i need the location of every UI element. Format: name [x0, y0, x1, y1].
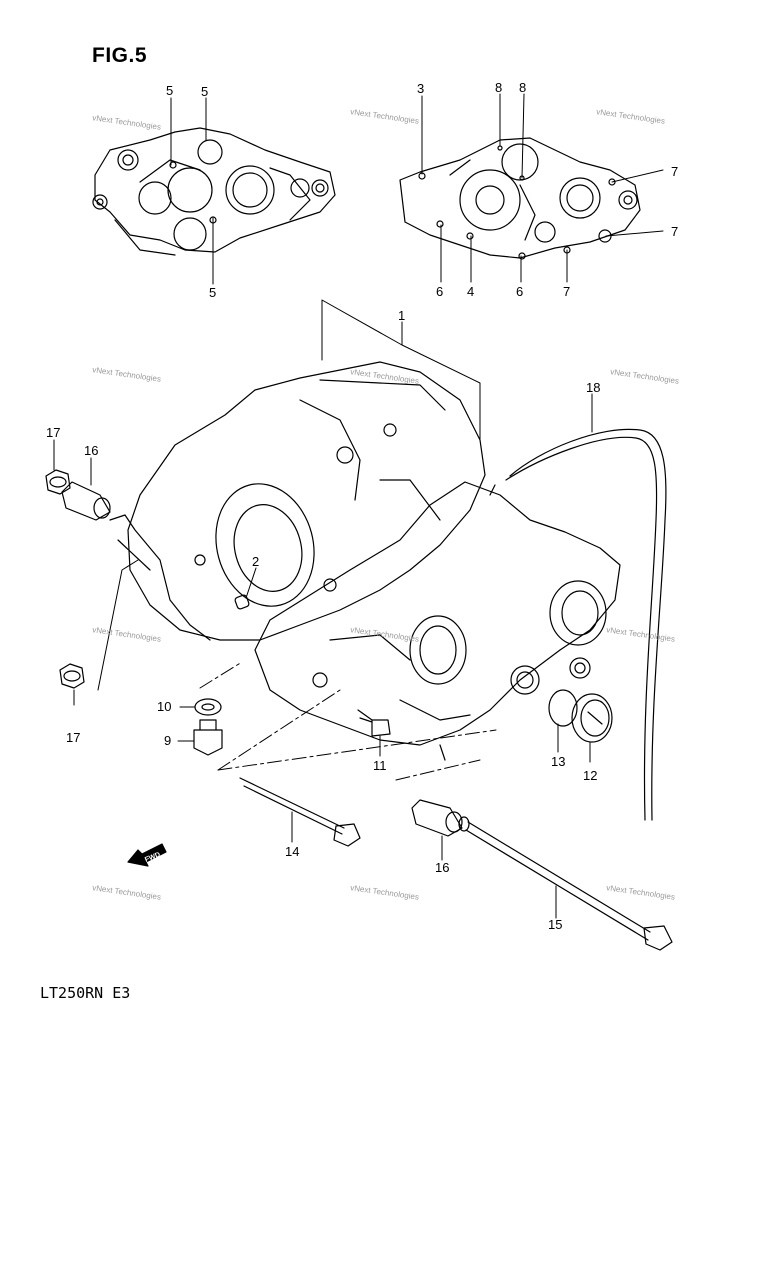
- model-code: LT250RN E3: [40, 984, 131, 1002]
- callout-6: 6: [516, 284, 523, 299]
- callout-16: 16: [84, 443, 98, 458]
- callout-14: 14: [285, 844, 299, 859]
- crankcase-left-half: [109, 361, 486, 641]
- crankcase-half-right-view: [399, 137, 641, 260]
- washer-10: [194, 698, 222, 716]
- callout-10: 10: [157, 699, 171, 714]
- callout-4: 4: [467, 284, 474, 299]
- figure-title: FIG.5: [92, 44, 148, 67]
- bushing-16-bottom: [411, 799, 463, 837]
- bolt-11: [357, 709, 391, 737]
- callout-5: 5: [201, 84, 208, 99]
- callout-8: 8: [495, 80, 502, 95]
- leader-lines: [53, 93, 664, 919]
- callout-8: 8: [519, 80, 526, 95]
- callout-3: 3: [417, 81, 424, 96]
- bolt-14: [239, 777, 361, 847]
- callout-11: 11: [373, 758, 387, 773]
- bushing-16-top: [61, 481, 111, 521]
- o-ring-13: [548, 689, 578, 727]
- crankcase-half-left-view: [92, 127, 336, 256]
- callout-17: 17: [46, 425, 60, 440]
- callout-15: 15: [548, 917, 562, 932]
- callout-2: 2: [252, 554, 259, 569]
- callout-18: 18: [586, 380, 600, 395]
- nut-17-bottom: [59, 663, 85, 689]
- hose-18-outline: [505, 436, 658, 821]
- fwd-arrow-icon: FWD: [127, 843, 167, 867]
- crankcase-right-half: [254, 481, 621, 761]
- callout-5: 5: [209, 285, 216, 300]
- callout-16: 16: [435, 860, 449, 875]
- callout-9: 9: [164, 733, 171, 748]
- cap-12: [571, 693, 613, 743]
- bolt-15: [458, 816, 673, 951]
- callout-6: 6: [436, 284, 443, 299]
- callout-7: 7: [671, 224, 678, 239]
- hose-18: [509, 428, 667, 821]
- drain-plug-9: [193, 719, 223, 756]
- callout-1: 1: [398, 308, 405, 323]
- callout-labels: 5 5 5 3 8 8 7 7 7 6 6 4 1 18 17 16 2 10 …: [46, 80, 678, 932]
- callout-17: 17: [66, 730, 80, 745]
- nut-17-top: [45, 469, 71, 495]
- callout-12: 12: [583, 768, 597, 783]
- callout-7: 7: [563, 284, 570, 299]
- callout-7: 7: [671, 164, 678, 179]
- callout-13: 13: [551, 754, 565, 769]
- callout-5: 5: [166, 83, 173, 98]
